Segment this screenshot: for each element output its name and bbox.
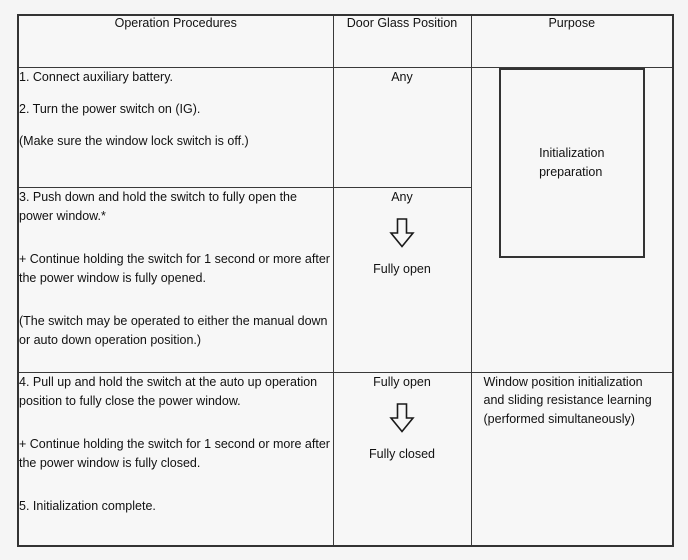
procedures-cell-step-1: 1. Connect auxiliary battery. 2. Turn th… (17, 66, 334, 188)
procedure-line: (Make sure the window lock switch is off… (19, 133, 249, 148)
procedures-cell-step-3: 3. Push down and hold the switch to full… (17, 186, 334, 373)
procedures-cell-step-4: 4. Pull up and hold the switch at the au… (17, 371, 334, 547)
procedure-line: 4. Pull up and hold the switch at the au… (19, 374, 318, 408)
table-header-row: Operation Procedures Door Glass Position… (17, 14, 674, 68)
initialization-procedure-table: Operation Procedures Door Glass Position… (17, 14, 674, 547)
table-row: 3. Push down and hold the switch to full… (17, 186, 673, 373)
header-operation-procedures-label: Operation Procedures (114, 16, 237, 30)
arrow-down-icon (389, 403, 415, 434)
door-glass-position-cell-3: Fully open Fully closed (332, 371, 472, 547)
position-from-label: Any (391, 189, 413, 204)
procedure-line: (The switch may be operated to either th… (19, 313, 328, 347)
purpose-box: Initialization preparation (498, 67, 645, 258)
position-to-label: Fully open (373, 262, 431, 277)
purpose-text: Window position initialization and slidi… (483, 374, 652, 427)
table-row: 1. Connect auxiliary battery. 2. Turn th… (17, 66, 674, 373)
door-glass-position-cell-1: Any (332, 66, 472, 188)
procedure-line: + Continue holding the switch for 1 seco… (19, 251, 330, 285)
purpose-cell-initialization-preparation: Initialization preparation (470, 66, 674, 373)
arrow-down-icon (389, 218, 415, 249)
header-purpose-label: Purpose (548, 16, 596, 30)
table-row: 4. Pull up and hold the switch at the au… (17, 371, 674, 547)
procedure-line: 1. Connect auxiliary battery. (19, 69, 174, 84)
header-operation-procedures: Operation Procedures (17, 14, 334, 68)
procedure-line: 5. Initialization complete. (19, 498, 156, 513)
purpose-box-text: Initialization preparation (539, 146, 605, 179)
position-from-label: Any (391, 69, 413, 84)
position-stack: Any Fully open (334, 188, 471, 280)
position-from-label: Fully open (373, 374, 431, 389)
header-door-glass-position: Door Glass Position (332, 14, 472, 68)
header-purpose: Purpose (470, 14, 674, 68)
procedure-line: 3. Push down and hold the switch to full… (19, 189, 297, 223)
door-glass-position-cell-2: Any Fully open (332, 186, 472, 373)
procedure-line: + Continue holding the switch for 1 seco… (19, 436, 330, 470)
procedure-line: 2. Turn the power switch on (IG). (19, 101, 201, 116)
position-stack: Fully open Fully closed (334, 373, 471, 465)
header-door-glass-position-label: Door Glass Position (346, 16, 458, 30)
purpose-cell-window-position-initialization: Window position initialization and slidi… (470, 371, 674, 547)
position-stack: Any (334, 68, 471, 87)
position-to-label: Fully closed (369, 447, 435, 462)
